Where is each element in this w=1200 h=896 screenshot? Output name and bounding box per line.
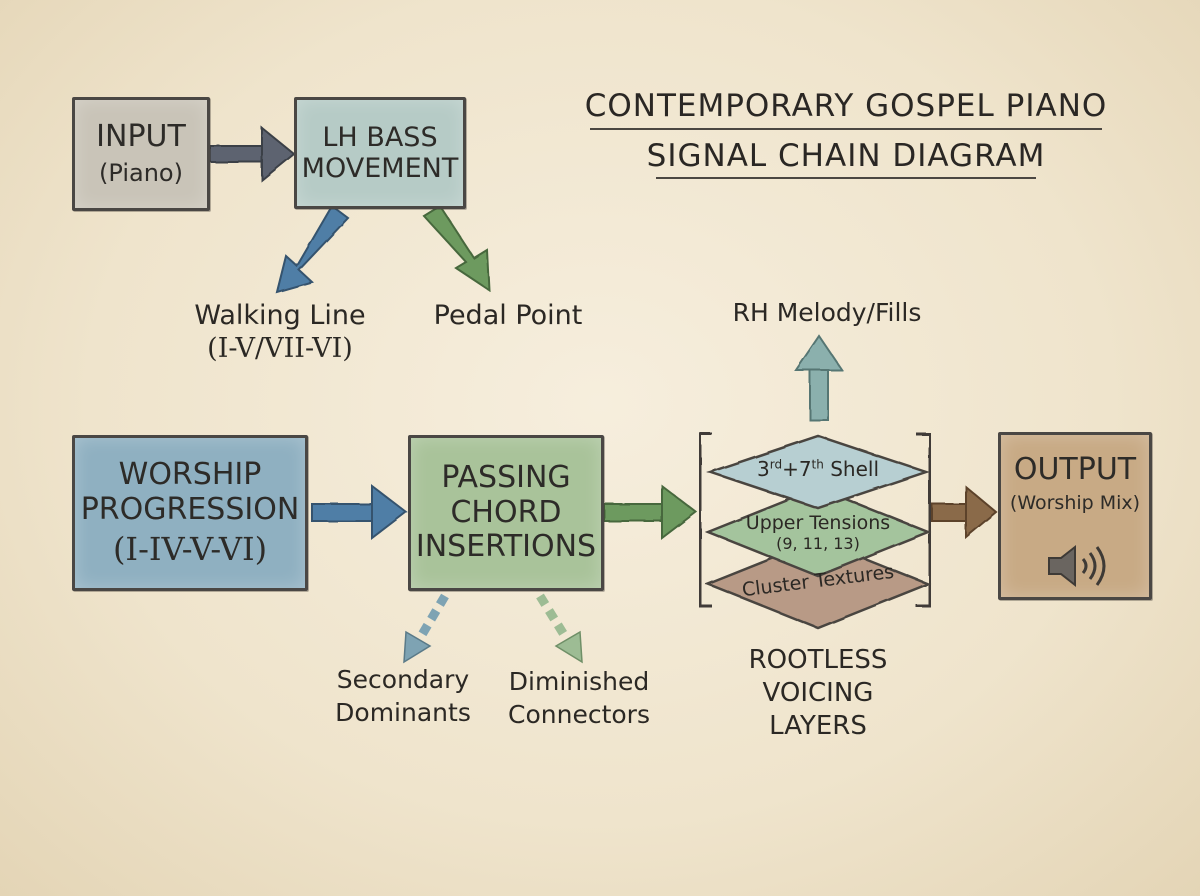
arrow-lh-bass-to-pedal-point xyxy=(422,204,491,292)
input-node-label: INPUT xyxy=(96,119,186,155)
rootless-caption-line2: VOICING xyxy=(762,677,874,708)
input-node-sublabel: (Piano) xyxy=(99,158,183,187)
passing-chord-node: PASSING CHORD INSERTIONS xyxy=(408,435,604,591)
diminished-connectors-line2: Connectors xyxy=(508,699,650,729)
lh-bass-node-label-1: LH BASS xyxy=(322,121,438,153)
secondary-dominants-line2: Dominants xyxy=(335,697,471,727)
output-node: OUTPUT (Worship Mix) xyxy=(998,432,1152,600)
pedal-point-label: Pedal Point xyxy=(433,300,583,331)
worship-node-progression: (I-IV-V-VI) xyxy=(112,530,268,569)
passing-node-label-3: INSERTIONS xyxy=(415,529,597,565)
rootless-caption-line3: LAYERS xyxy=(769,710,867,741)
voicing-bracket-left xyxy=(698,432,712,608)
diminished-connectors-label: Diminished Connectors xyxy=(500,666,658,731)
voicing-layer-upper-tensions-label: Upper Tensions (9, 11, 13) xyxy=(736,512,900,553)
shell-plus-seventh: +7 xyxy=(782,457,812,481)
voicing-layer-shell-label: 3rd+7th Shell xyxy=(740,457,896,481)
title-underline-1 xyxy=(590,128,1102,130)
arrow-input-to-lh-bass xyxy=(209,125,296,183)
arrow-passing-to-voicing xyxy=(603,483,698,541)
arrow-voicing-to-rh-melody xyxy=(794,334,844,421)
secondary-dominants-line1: Secondary xyxy=(336,665,470,694)
passing-node-label-2: CHORD xyxy=(450,494,562,530)
voicing-layer-shell xyxy=(706,434,930,510)
rootless-voicing-caption: ROOTLESS VOICING LAYERS xyxy=(730,644,906,742)
upper-tensions-title: Upper Tensions xyxy=(745,512,891,534)
lh-bass-node-label-2: MOVEMENT xyxy=(301,153,459,184)
output-node-sublabel: (Worship Mix) xyxy=(1009,491,1141,514)
worship-node-label-2: PROGRESSION xyxy=(80,491,300,527)
rh-melody-label: RH Melody/Fills xyxy=(732,298,922,327)
title-underline-2 xyxy=(656,177,1036,179)
walking-line-label: Walking Line (I-V/VII-VI) xyxy=(190,300,370,364)
shell-seventh-sup: th xyxy=(811,457,824,472)
passing-node-label-1: PASSING xyxy=(441,460,571,496)
shell-word: Shell xyxy=(823,457,880,481)
worship-node-label-1: WORSHIP xyxy=(118,457,262,493)
diagram-title-line1: CONTEMPORARY GOSPEL PIANO xyxy=(584,88,1108,124)
secondary-dominants-label: Secondary Dominants xyxy=(330,664,476,729)
walking-line-progression: (I-V/VII-VI) xyxy=(207,333,353,364)
arrow-lh-bass-to-walking-line xyxy=(275,204,350,294)
lh-bass-node: LH BASS MOVEMENT xyxy=(294,97,466,209)
rootless-caption-line1: ROOTLESS xyxy=(748,645,888,675)
arrow-passing-to-secondary-dominants xyxy=(403,593,449,664)
walking-line-title: Walking Line xyxy=(194,300,366,331)
input-node: INPUT (Piano) xyxy=(72,97,210,211)
voicing-layer-upper-tensions xyxy=(704,486,932,578)
upper-tensions-intervals: (9, 11, 13) xyxy=(776,534,860,553)
diagram-title-line2: SIGNAL CHAIN DIAGRAM xyxy=(646,138,1046,174)
arrow-worship-to-passing xyxy=(311,483,408,541)
shell-third: 3 xyxy=(756,457,770,481)
speaker-icon xyxy=(1048,544,1106,588)
arrow-voicing-to-output xyxy=(931,484,998,540)
diminished-connectors-line1: Diminished xyxy=(508,667,650,696)
shell-third-sup: rd xyxy=(769,457,783,472)
worship-progression-node: WORSHIP PROGRESSION (I-IV-V-VI) xyxy=(72,435,308,591)
voicing-bracket-right xyxy=(916,432,932,608)
arrow-passing-to-diminished-connectors xyxy=(536,593,583,664)
output-node-label: OUTPUT xyxy=(1013,452,1137,487)
